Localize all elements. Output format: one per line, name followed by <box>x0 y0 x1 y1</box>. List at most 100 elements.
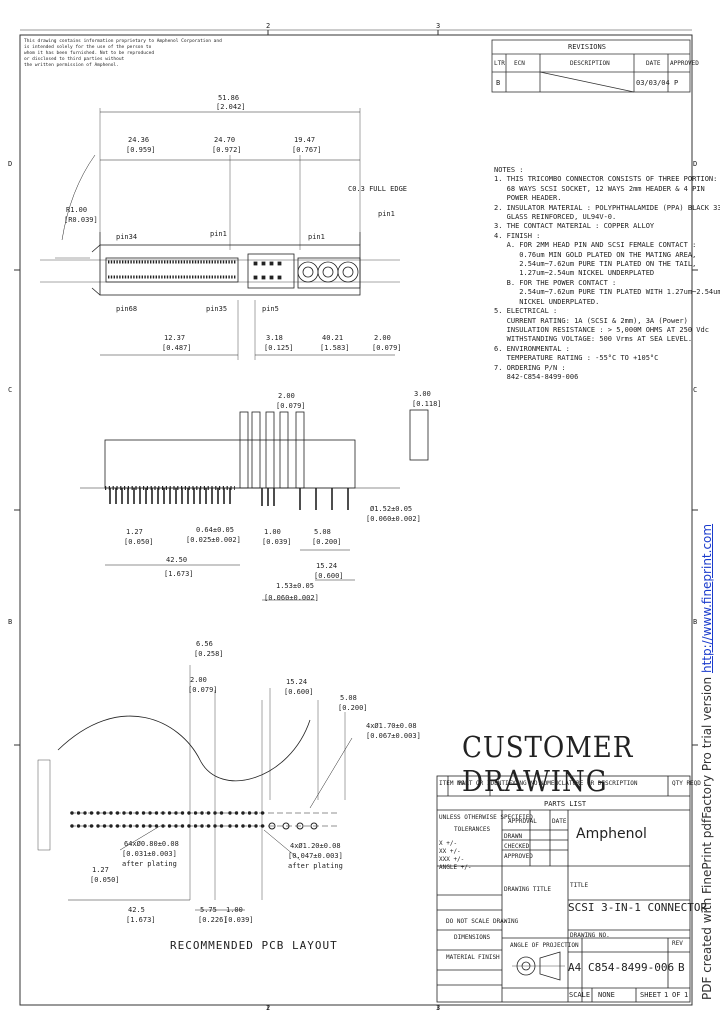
pcb-hole <box>141 824 146 828</box>
note-line: WITHSTANDING VOLTAGE: 500 Vrms AT SEA LE… <box>494 335 693 344</box>
scale-value: NONE <box>598 991 615 999</box>
pcb-hole <box>122 824 126 828</box>
dim: 3.18 <box>266 334 283 342</box>
dim: [0.200] <box>338 704 368 712</box>
pin-label: pin68 <box>116 305 138 313</box>
scale-label: SCALE <box>569 991 591 999</box>
tol-row: XX +/- <box>439 848 461 855</box>
title-label: TITLE <box>570 882 589 889</box>
pcb-hole <box>89 824 94 828</box>
dim: Ø1.52±0.05 <box>370 505 413 513</box>
revisions-table <box>491 39 691 93</box>
pcb-hole <box>128 811 133 815</box>
approval-row: DRAWN <box>504 833 523 840</box>
dim: 40.21 <box>322 334 344 342</box>
dim: 5.75 <box>200 906 217 914</box>
sheet-label: SHEET <box>640 991 662 999</box>
dim: [0.079] <box>276 402 306 410</box>
dim: [0.118] <box>412 400 442 408</box>
border-row-label: D <box>693 160 698 168</box>
power-hole <box>268 822 276 830</box>
pcb-hole <box>247 824 252 828</box>
dim: [0.972] <box>212 146 242 154</box>
tolerances-title: UNLESS OTHERWISE SPECIFIED <box>439 814 533 821</box>
pin-label: pin1 <box>378 210 395 218</box>
rev-ltr: B <box>496 79 501 87</box>
note-line: the written permission of Amphenol. <box>24 63 119 68</box>
power-hole <box>296 822 304 830</box>
pcb-hole <box>109 811 113 815</box>
power-hole <box>310 822 318 830</box>
dim: [0.767] <box>292 146 322 154</box>
pcb-hole <box>109 824 113 828</box>
note-line: or disclosed to third parties without <box>24 57 125 62</box>
material-label: MATERIAL <box>446 954 475 961</box>
note-line: 4. FINISH : <box>494 231 541 240</box>
note-line: NICKEL UNDERPLATED. <box>494 297 600 306</box>
dim: [0.258] <box>194 650 224 658</box>
dim: 4xØ1.20±0.08 <box>290 842 341 850</box>
dim: 64xØ0.80±0.08 <box>124 840 179 848</box>
approval-header: DATE <box>552 818 567 825</box>
pcb-hole <box>167 811 172 815</box>
tol-row: XXX +/- <box>439 856 465 863</box>
dim: [0.200] <box>312 538 342 546</box>
dim: [0.025±0.002] <box>186 536 241 544</box>
col-header: NOMENCLATURE OR DESCRIPTION <box>540 780 638 787</box>
dim: 24.36 <box>128 136 150 144</box>
revisions-title: REVISIONS <box>568 43 606 51</box>
watermark-link[interactable]: http://www.fineprint.com <box>700 523 714 674</box>
pcb-hole <box>83 811 87 815</box>
pcb-hole <box>154 824 159 828</box>
label: R1.00 <box>66 206 88 214</box>
rev-header: ECN <box>514 60 525 67</box>
pcb-hole <box>141 811 146 815</box>
pcb-hole <box>174 824 178 828</box>
pcb-hole <box>228 824 232 828</box>
note-line: CURRENT RATING: 1A (SCSI & 2mm), 3A (Pow… <box>494 316 688 325</box>
pcb-hole <box>180 811 185 815</box>
approval-row: APPROVED <box>504 853 533 860</box>
pcb-hole <box>187 824 191 828</box>
notes-block: NOTES :1. THIS TRICOMBO CONNECTOR CONSIS… <box>494 166 720 382</box>
pcb-hole <box>115 811 120 815</box>
pcb-hole <box>206 824 211 828</box>
dim: 2.00 <box>278 392 295 400</box>
pcb-hole <box>174 811 178 815</box>
col-header: QTY REQD <box>672 780 701 787</box>
note-line: 6. ENVIRONMENTAL : <box>494 344 570 353</box>
pcb-hole <box>200 811 204 815</box>
pcb-hole <box>234 811 239 815</box>
sheet-value: 1 <box>664 991 669 999</box>
pcb-hole <box>193 824 198 828</box>
dim: [0.079] <box>372 344 402 352</box>
dim: [0.031±0.003] <box>122 850 177 858</box>
pcb-layout-view <box>37 665 353 911</box>
dim: [0.050] <box>124 538 154 546</box>
pcb-hole <box>148 811 152 815</box>
approval-row: CHECKED <box>504 843 530 850</box>
tolerances-label: TOLERANCES <box>454 826 491 833</box>
rev-value: B <box>678 961 685 974</box>
proprietary-note: This drawing contains information propri… <box>24 39 222 69</box>
note-line: NOTES : <box>494 166 524 174</box>
dim: [0.050] <box>90 876 120 884</box>
dim: 51.86 <box>218 94 240 102</box>
dim: [1.583] <box>320 344 350 352</box>
rev-header: LTR <box>494 60 505 67</box>
pcb-hole <box>193 811 198 815</box>
dim: 1.00 <box>264 528 281 536</box>
note-line: GLASS REINFORCED, UL94V-0. <box>494 213 617 222</box>
note-line: 7. ORDERING P/N : <box>494 363 566 372</box>
note-line: 68 WAYS SCSI SOCKET, 12 WAYS 2mm HEADER … <box>494 184 705 193</box>
pcb-hole <box>260 824 265 828</box>
pcb-hole <box>247 811 252 815</box>
drawing-title-label: DRAWING TITLE <box>504 886 551 893</box>
company-name: Amphenol <box>576 826 647 842</box>
parts-list-label: PARTS LIST <box>544 800 587 808</box>
rev-header: DATE <box>646 60 661 67</box>
pcb-hole <box>241 824 245 828</box>
dim: 42.50 <box>166 556 188 564</box>
dim: 24.70 <box>214 136 236 144</box>
